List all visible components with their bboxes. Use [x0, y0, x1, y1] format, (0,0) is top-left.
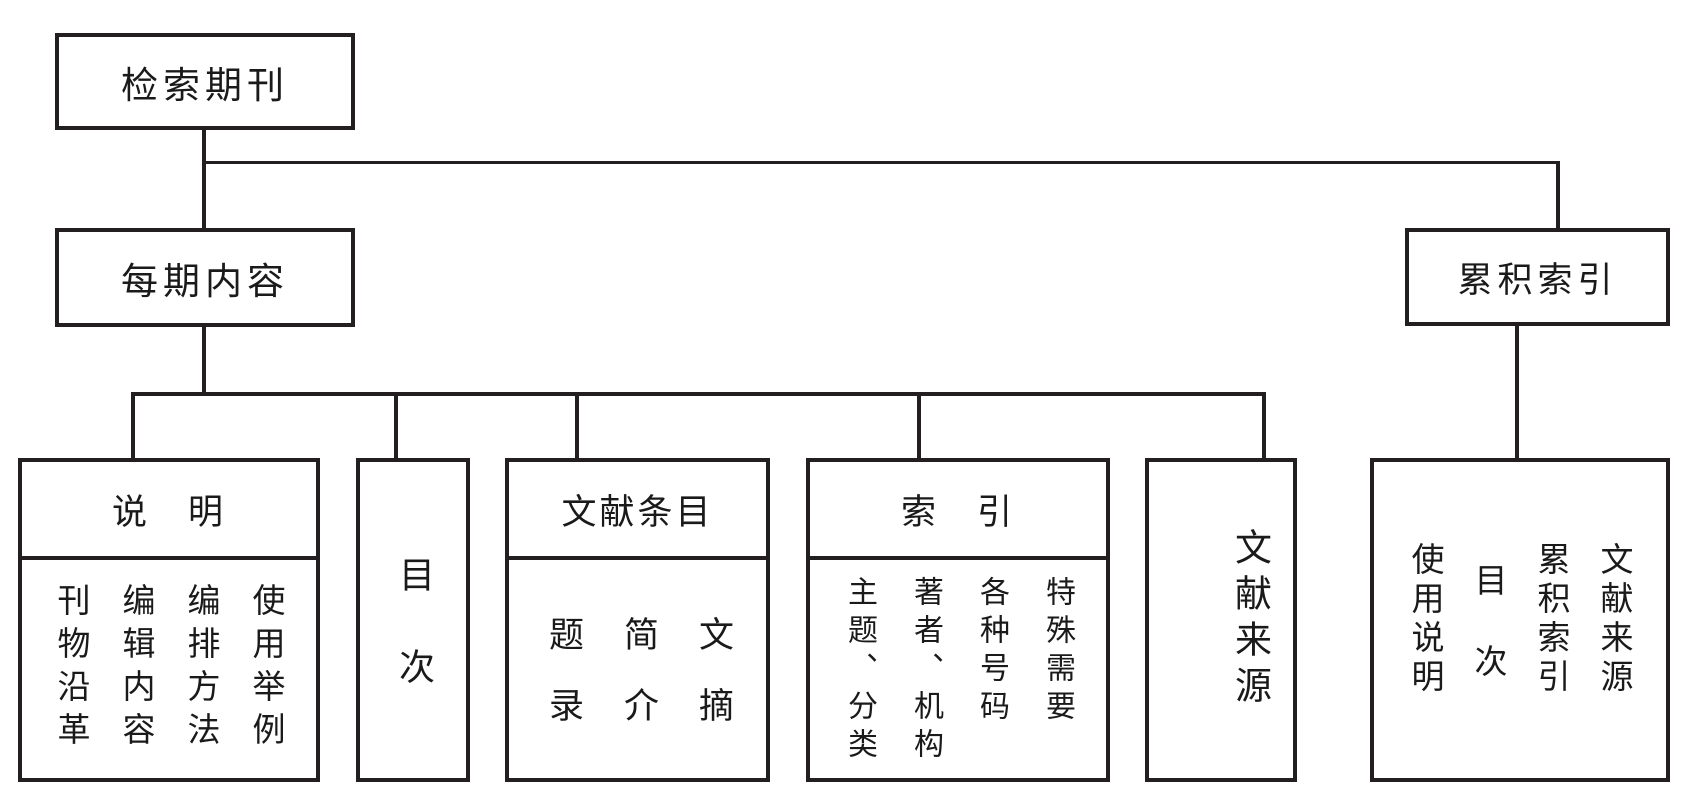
entries-item-abstract: 文摘	[693, 616, 733, 758]
connector-branch-horizontal	[131, 392, 1266, 396]
node-explanation-header: 说 明	[22, 462, 316, 560]
connector-contents-drop	[394, 392, 398, 458]
cumulative-item-contents: 目次	[1469, 563, 1508, 725]
node-contents-body: 目次	[360, 462, 466, 778]
connector-root-down	[202, 130, 206, 165]
explanation-item-editing: 编辑内容	[117, 583, 156, 755]
index-item-author-org: 著者、机构	[908, 576, 943, 766]
explanation-item-history: 刊物沿革	[52, 583, 91, 755]
connector-cumulative-down	[1515, 326, 1519, 458]
node-root: 检索期刊	[55, 33, 355, 130]
node-index-header: 索 引	[810, 462, 1106, 560]
connector-source-drop	[1262, 392, 1266, 458]
explanation-item-examples: 使用举例	[247, 583, 286, 755]
connector-cumulative-drop	[1556, 161, 1560, 228]
connector-top-horizontal	[202, 161, 1560, 164]
explanation-item-arrangement: 编排方法	[182, 583, 221, 755]
node-entries-header: 文献条目	[509, 462, 766, 560]
node-cumulative-detail-items: 使用说明 目次 累积索引 文献来源	[1374, 462, 1666, 778]
entries-item-brief-intro: 简介	[618, 616, 658, 758]
node-source-body: 文献来源	[1149, 462, 1293, 778]
node-index: 索 引 主题、分类 著者、机构 各种号码 特殊需要	[806, 458, 1110, 782]
index-item-numbers: 各种号码	[974, 576, 1009, 728]
node-cumulative-index: 累积索引	[1405, 228, 1670, 326]
connector-issue-down	[202, 327, 206, 394]
entries-item-title-record: 题录	[543, 616, 583, 758]
node-explanation-items: 刊物沿革 编辑内容 编排方法 使用举例	[22, 560, 316, 778]
connector-index-drop	[917, 392, 921, 458]
node-explanation: 说 明 刊物沿革 编辑内容 编排方法 使用举例	[18, 458, 320, 782]
connector-issue-drop	[202, 161, 206, 228]
node-cumulative-index-label: 累积索引	[1457, 260, 1618, 301]
node-issue-content-label: 每期内容	[121, 259, 289, 303]
node-source: 文献来源	[1145, 458, 1297, 782]
index-item-subject-class: 主题、分类	[842, 576, 877, 766]
connector-entries-drop	[575, 392, 579, 458]
node-entries-items: 题录 简介 文摘	[509, 560, 766, 778]
node-entries: 文献条目 题录 简介 文摘	[505, 458, 770, 782]
cumulative-item-document-source: 文献来源	[1595, 542, 1634, 698]
connector-explanation-drop	[131, 392, 135, 458]
node-cumulative-detail: 使用说明 目次 累积索引 文献来源	[1370, 458, 1670, 782]
node-source-label: 文献来源	[1228, 528, 1272, 712]
node-index-items: 主题、分类 著者、机构 各种号码 特殊需要	[810, 560, 1106, 778]
node-contents-label: 目次	[393, 556, 434, 740]
node-root-label: 检索期刊	[121, 63, 289, 107]
index-item-special-needs: 特殊需要	[1040, 576, 1075, 728]
node-contents: 目次	[356, 458, 470, 782]
cumulative-item-cumulative-index: 累积索引	[1532, 542, 1571, 698]
cumulative-item-usage-notes: 使用说明	[1406, 542, 1445, 698]
node-issue-content: 每期内容	[55, 228, 355, 327]
